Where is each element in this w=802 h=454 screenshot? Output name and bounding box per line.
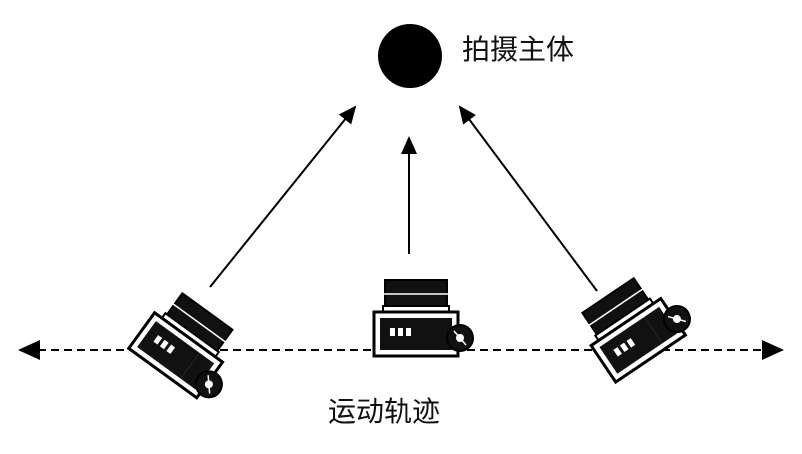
track-left-arrowhead (18, 340, 40, 360)
track-right-arrowhead (762, 340, 784, 360)
arrow-right (460, 107, 597, 291)
track-label: 运动轨迹 (328, 398, 440, 426)
subject-label: 拍摄主体 (462, 36, 574, 64)
camera-left (129, 287, 254, 407)
camera-center (374, 280, 473, 356)
camera-right (573, 264, 698, 382)
subject-circle (378, 24, 442, 88)
arrow-left (210, 107, 355, 287)
